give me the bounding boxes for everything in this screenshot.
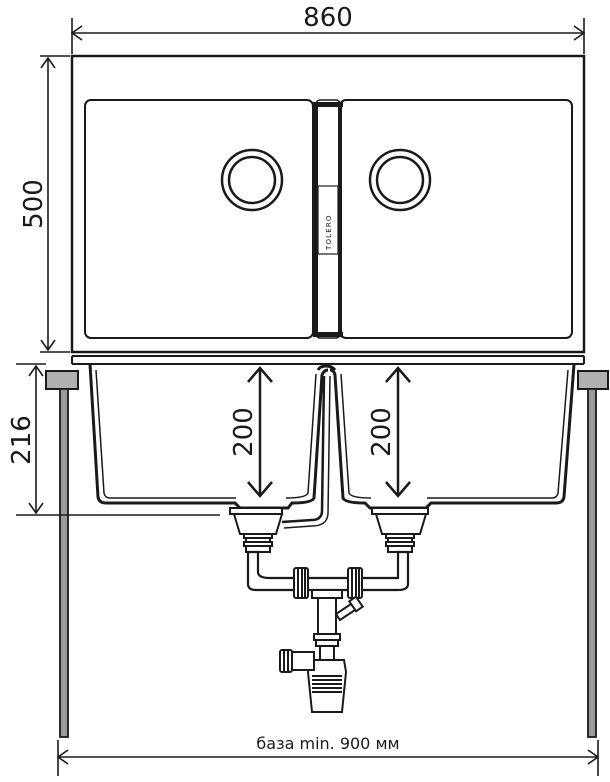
right-bowl-depth-dimension: [385, 366, 411, 498]
connecting-pipe: [246, 550, 410, 592]
left-bowl-outline: [84, 99, 314, 339]
overflow-pipe: [281, 375, 326, 524]
bottle-trap-neck: [319, 645, 335, 661]
left-drain-body: [232, 513, 284, 535]
bottle-trap-body: [306, 659, 348, 713]
right-cabinet-wall: [587, 388, 597, 738]
height-label: 216: [7, 415, 37, 465]
divider-rail-bottom: [313, 332, 343, 337]
right-bowl-depth-label: 200: [367, 407, 397, 457]
height-dimension: [16, 363, 220, 516]
left-drain-outer: [220, 148, 284, 212]
brand-logo: TOLERO: [325, 214, 333, 251]
right-drain-inner: [375, 155, 425, 205]
base-label: база min. 900 мм: [256, 734, 399, 753]
left-drain-inner: [227, 155, 277, 205]
depth-label: 500: [19, 179, 49, 229]
left-bowl-depth-label: 200: [229, 407, 259, 457]
logo-plate: [317, 185, 339, 255]
divider-rail: [313, 102, 343, 107]
sink-outer-outline: [70, 54, 586, 354]
mounting-clips: [45, 370, 609, 390]
left-clip: [45, 370, 79, 390]
depth-dimension: [40, 55, 70, 353]
base-dimension: [56, 740, 600, 776]
right-drain-body: [374, 513, 428, 535]
width-label: 860: [303, 3, 353, 33]
outlet-pipe: [289, 651, 315, 671]
front-view: [71, 355, 585, 510]
top-view: [70, 54, 586, 354]
left-bowl-body: [88, 363, 329, 510]
siphon-riser: [317, 597, 337, 635]
siphon: [229, 375, 429, 713]
left-cabinet-wall: [59, 388, 69, 738]
right-drain-outer: [368, 148, 432, 212]
outlet-nut: [279, 649, 293, 673]
right-clip: [577, 370, 609, 390]
cabinet-walls: [59, 388, 597, 738]
width-dimension: [70, 18, 586, 54]
right-bowl-outline: [339, 99, 573, 339]
left-bowl-depth-dimension: [247, 366, 273, 498]
right-bowl-body: [329, 363, 576, 510]
